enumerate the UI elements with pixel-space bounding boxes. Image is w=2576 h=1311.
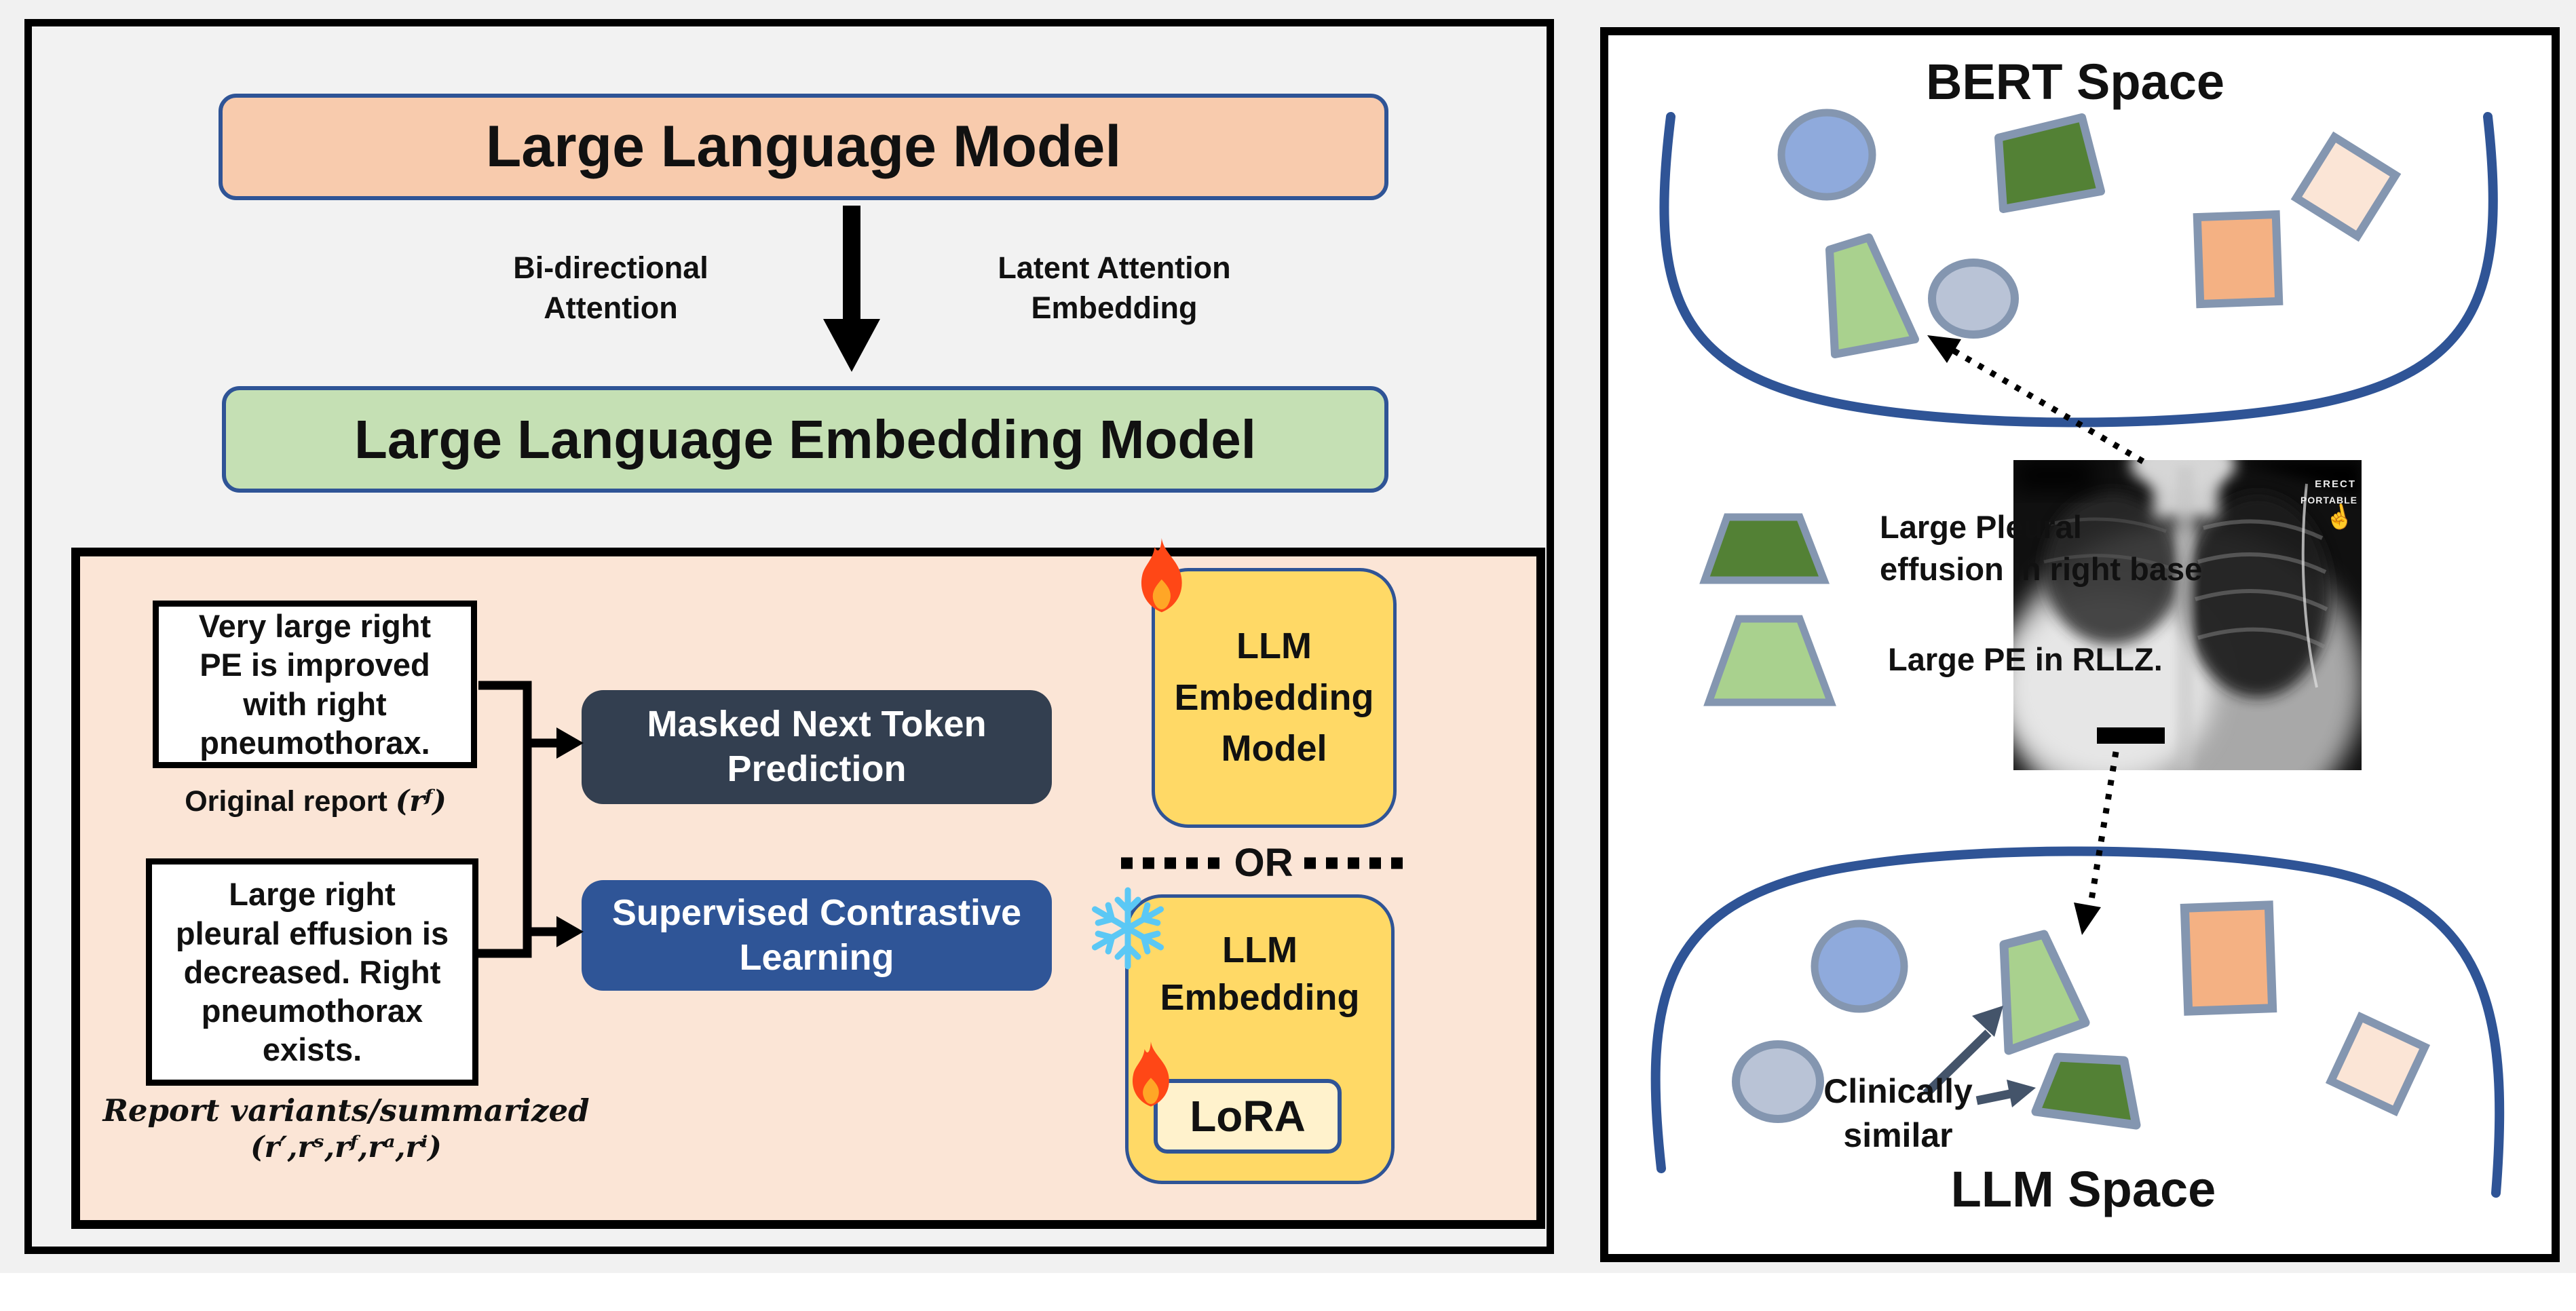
report-variants-box: Large right pleural effusion is decrease… (146, 858, 478, 1086)
latent-attention-embedding-label: Latent Attention Embedding (998, 250, 1231, 325)
llm-ellipse-gray (1732, 1040, 1824, 1123)
lora-label: LoRA (1190, 1092, 1306, 1141)
bert-trapezoid-dark-green (1994, 113, 2105, 213)
scl-label: Supervised Contrastive Learning (611, 892, 1022, 978)
xray-redaction-bar (2097, 727, 2165, 744)
report-variants-caption-math: (r′,rˢ,rᶠ,rᵃ,rⁱ) (250, 1130, 442, 1164)
report-variants-caption: Report variants/summarized (102, 1092, 590, 1128)
clinically-similar-arrow-short (1975, 1080, 2036, 1107)
xray-spine (2176, 467, 2194, 770)
bert-trapezoid-light-green (1825, 233, 1919, 358)
llm-trapezoid-dark-green (2031, 1052, 2141, 1130)
xray-right-lung (2044, 493, 2180, 645)
xray-ribs (2195, 519, 2328, 649)
mntp-label: Masked Next Token Prediction (647, 704, 987, 789)
original-report-caption-math: (rᶠ) (395, 784, 447, 818)
legend-swatch-dark-green (1699, 513, 1830, 584)
connector-arrowhead-mntp (556, 727, 584, 759)
fire-icon (1141, 538, 1182, 613)
hand-pointer-icon: ☝ (2322, 501, 2356, 534)
mntp-box: Masked Next Token Prediction (582, 690, 1052, 804)
llm-embedding-model-label: LLM Embedding Model (1174, 626, 1374, 770)
llm-space-title: LLM Space (1950, 1161, 2216, 1217)
llm-embedding-lora-label: LLM Embedding (1160, 930, 1360, 1019)
llm-diamond-peach (2325, 1011, 2431, 1117)
llm-ellipse-blue (1811, 919, 1908, 1013)
model-to-embedding-arrow (823, 206, 880, 372)
bert-ellipse-gray (1928, 259, 2019, 339)
legend-swatch-light-green (1703, 615, 1836, 706)
xray-catheter-line (2301, 483, 2318, 688)
large-language-model-label: Large Language Model (485, 114, 1122, 179)
xray-portable-label: PORTABLE (2300, 495, 2357, 506)
large-language-embedding-model-box: Large Language Embedding Model (222, 386, 1388, 493)
or-label: OR (1234, 841, 1293, 885)
legend-label-dark-green: Large Pleural effusion in right base (1880, 509, 2203, 588)
bert-ellipse-blue (1777, 109, 1876, 201)
bottom-margin (0, 1273, 2576, 1311)
xray-to-bert-arrow (1927, 335, 2145, 464)
xray-collimation-corner (2237, 460, 2362, 501)
original-report-box: Very large right PE is improved with rig… (153, 601, 477, 768)
bidirectional-attention-label: Bi-directional Attention (513, 250, 708, 325)
original-report-text: Very large right PE is improved with rig… (198, 607, 432, 761)
xray-effusion-whiteout (2013, 592, 2214, 770)
snowflake-icon (1092, 887, 1164, 970)
lora-box: LoRA (1154, 1079, 1342, 1154)
bert-space-curve (1659, 112, 2498, 428)
bert-space-title: BERT Space (1925, 54, 2225, 110)
llm-trapezoid-light-green (1999, 930, 2090, 1055)
xray-corner-left (2013, 460, 2095, 491)
legend-label-light-green: Large PE in RLLZ. (1888, 641, 2163, 677)
bert-square-orange (2193, 210, 2284, 309)
xray-ribs-right (2043, 517, 2169, 569)
scl-box: Supervised Contrastive Learning (582, 880, 1052, 991)
connector-arrowhead-scl (556, 916, 584, 947)
report-connector (478, 681, 559, 958)
chest-xray-image: ERECT PORTABLE ☝ (2013, 460, 2362, 770)
xray-erect-label: ERECT (2315, 478, 2356, 490)
large-language-model-box: Large Language Model (219, 94, 1388, 200)
bert-diamond-peach (2290, 131, 2402, 242)
xray-left-lung (2184, 494, 2331, 698)
llm-embedding-model-box: LLM Embedding Model (1152, 568, 1397, 828)
xray-to-llm-arrow (2074, 751, 2119, 935)
report-variants-text: Large right pleural effusion is decrease… (175, 876, 449, 1068)
original-report-caption-text: Original report (185, 785, 396, 818)
fire-icon-lora (1132, 1042, 1169, 1107)
llm-square-orange (2180, 900, 2277, 1016)
llm-space-curve (1650, 846, 2505, 1198)
clinically-similar-arrow-long (1922, 1006, 2003, 1097)
large-language-embedding-model-label: Large Language Embedding Model (354, 408, 1256, 470)
original-report-caption: Original report (rᶠ) (112, 784, 519, 818)
clinically-similar-label: Clinically similar (1823, 1072, 1973, 1154)
